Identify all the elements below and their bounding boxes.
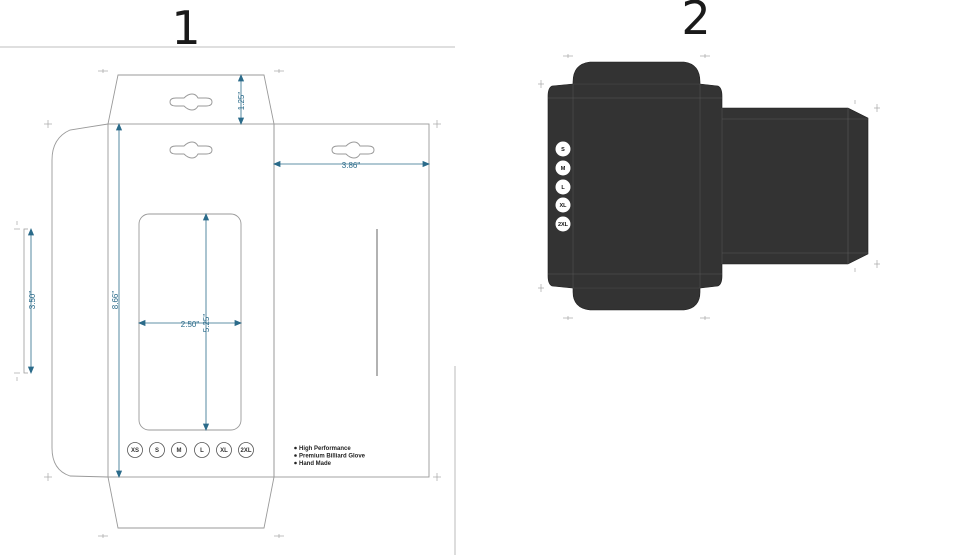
size-label: M [561, 166, 566, 172]
size-label: XS [131, 448, 139, 454]
size-badge: 2XL [238, 442, 254, 458]
size-label: S [561, 147, 565, 153]
size-circles-1: XS S M L XL 2XL [127, 442, 254, 458]
crop-marks-1 [14, 69, 441, 538]
size-label: S [155, 448, 159, 454]
panel-2-number: 2 [681, 0, 710, 45]
size-badge: S [149, 442, 165, 458]
size-badge: M [171, 442, 187, 458]
size-badge: L [555, 179, 571, 195]
feature-item: Premium Billiard Glove [299, 454, 366, 460]
crop-marks-2 [538, 54, 880, 320]
feature-item: High Performance [299, 446, 351, 452]
size-label: M [177, 448, 182, 454]
size-label: L [561, 185, 565, 191]
dark-box [547, 61, 869, 311]
size-badge: S [555, 141, 571, 157]
dim-body-height-label: 8.66" [111, 291, 120, 310]
size-badge: XS [127, 442, 143, 458]
side-tab [23, 228, 28, 374]
dim-hang-tab-label: 1.25" [237, 92, 246, 111]
dim-window-width-label: 2.50" [181, 320, 200, 329]
size-badge: L [194, 442, 210, 458]
hang-holes [169, 93, 375, 159]
dim-side-flap-height-label: 3.50" [28, 291, 37, 310]
dim-window-height-label: 5.25" [202, 314, 211, 333]
size-badge: 2XL [555, 216, 571, 232]
size-badge: XL [216, 442, 232, 458]
panel-1: 1 [0, 1, 456, 555]
size-badge: XL [555, 197, 571, 213]
dim-side-flap-width-label: 3.86" [342, 161, 361, 170]
fold-lines-2 [548, 83, 868, 289]
size-label: XL [559, 203, 567, 209]
product-window [138, 213, 242, 431]
panel-2: 2 [538, 0, 880, 320]
size-label: L [200, 448, 204, 454]
size-circles-2: S M L XL 2XL [555, 141, 571, 232]
size-badge: M [555, 160, 571, 176]
size-label: 2XL [558, 222, 569, 228]
dimension-lines [27, 73, 431, 479]
dieline-outline-1 [51, 74, 430, 529]
panel-1-number: 1 [171, 1, 200, 55]
size-label: XL [220, 448, 228, 454]
feature-item: Hand Made [299, 461, 332, 467]
size-label: 2XL [240, 448, 251, 454]
feature-list: High Performance Premium Billiard Glove … [294, 446, 366, 467]
